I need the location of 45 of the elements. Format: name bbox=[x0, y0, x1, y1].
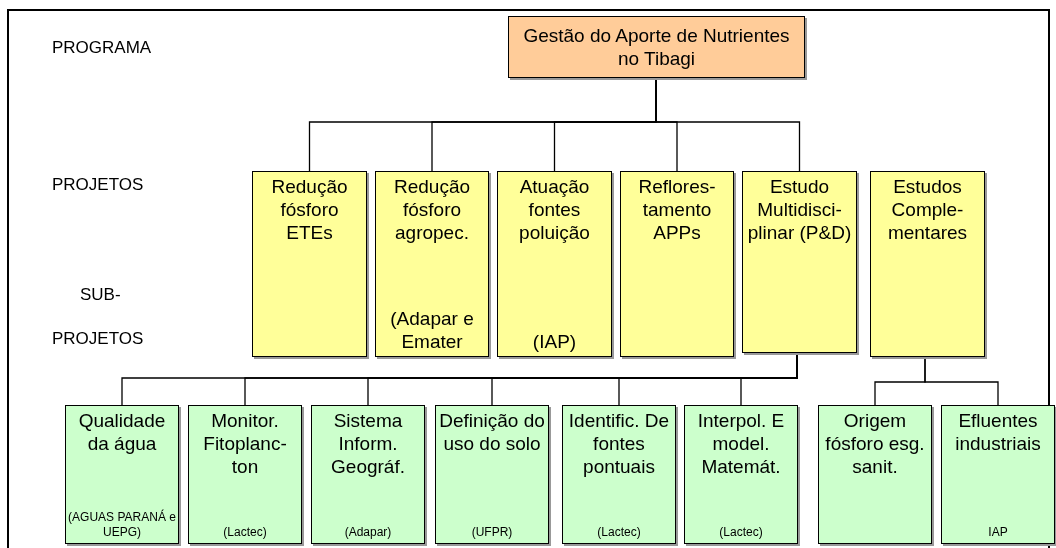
box-note: (Lactec) bbox=[597, 525, 641, 540]
box-title: Redução fósforo agropec. bbox=[392, 175, 472, 244]
project-box bbox=[497, 171, 612, 357]
program-box bbox=[508, 16, 805, 78]
box-note: IAP bbox=[988, 525, 1008, 540]
box-title: Sistema Inform. Geográf. bbox=[330, 409, 406, 478]
box-title: Estudos Comple- mentares bbox=[886, 175, 969, 244]
box-note: (AGUAS PARANÁ e UEPG) bbox=[68, 510, 176, 540]
box-note: (Adapar e Emater bbox=[389, 307, 475, 353]
box-note: (Lactec) bbox=[223, 525, 267, 540]
subproject-box bbox=[311, 405, 425, 544]
box-title: Interpol. E model. Matemát. bbox=[696, 409, 786, 478]
subproject-box bbox=[684, 405, 798, 544]
project-box bbox=[742, 171, 857, 353]
box-title: Definição do uso do solo bbox=[438, 409, 546, 455]
box-title: Qualidade da água bbox=[77, 409, 167, 455]
project-box bbox=[870, 171, 985, 357]
box-note: (Lactec) bbox=[719, 525, 763, 540]
box-note: (UFPR) bbox=[471, 525, 513, 540]
box-title: Origem fósforo esg. sanit. bbox=[824, 409, 926, 478]
box-title: Identific. De fontes pontuais bbox=[567, 409, 671, 478]
connector-line bbox=[924, 356, 999, 406]
level-label: PROJETOS bbox=[52, 175, 144, 195]
connector-line bbox=[740, 352, 798, 406]
box-title: Monitor. Fitoplanc- ton bbox=[202, 409, 288, 478]
box-title: Reflores- tamento APPs bbox=[637, 175, 717, 244]
subproject-box bbox=[65, 405, 179, 544]
box-note: (Adapar) bbox=[344, 525, 392, 540]
level-label: PROJETOS bbox=[52, 329, 144, 349]
project-box bbox=[252, 171, 367, 357]
box-title: Gestão do Aporte de Nutrientes no Tibagi bbox=[522, 24, 791, 70]
subproject-box bbox=[562, 405, 676, 544]
box-title: Efluentes industriais bbox=[954, 409, 1042, 455]
subproject-box bbox=[188, 405, 302, 544]
project-box bbox=[375, 171, 489, 357]
subproject-box bbox=[435, 405, 549, 544]
subproject-box bbox=[941, 405, 1055, 544]
subproject-box bbox=[818, 405, 932, 544]
box-title: Estudo Multidisci- plinar (P&D) bbox=[746, 175, 853, 244]
level-label: SUB- bbox=[80, 285, 121, 305]
box-title: Atuação fontes poluição bbox=[518, 175, 591, 244]
box-title: Redução fósforo ETEs bbox=[270, 175, 349, 244]
level-label: PROGRAMA bbox=[52, 38, 152, 58]
box-note: (IAP) bbox=[532, 330, 577, 353]
project-box bbox=[620, 171, 734, 357]
